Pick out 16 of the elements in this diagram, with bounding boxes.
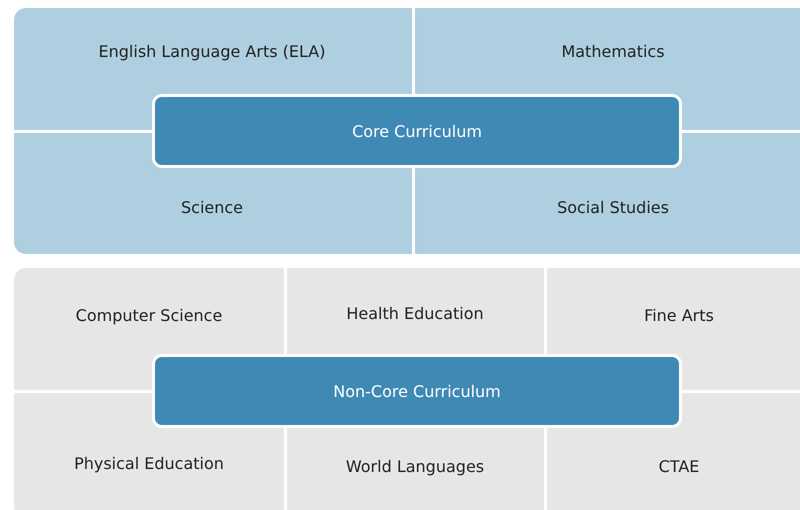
- curriculum-box: [152, 94, 682, 168]
- subject-label: Science: [180, 198, 244, 217]
- subject-label: Computer Science: [76, 306, 222, 325]
- subject-label: CTAE: [658, 457, 700, 476]
- subject-label: Mathematics: [561, 42, 665, 61]
- subject-label: Social Studies: [557, 198, 669, 217]
- subject-label: English Language Arts (ELA): [98, 42, 326, 61]
- subject-label: Health Education: [346, 304, 484, 323]
- curriculum-box: [152, 354, 682, 428]
- subject-label: Physical Education: [74, 454, 224, 473]
- group-panel: [14, 8, 800, 254]
- curriculum-title: Core Curriculum: [352, 122, 482, 140]
- subject-label: Fine Arts: [644, 306, 714, 325]
- curriculum-title: Non-Core Curriculum: [333, 382, 501, 400]
- subject-label: World Languages: [346, 457, 484, 476]
- group-panel: [14, 268, 800, 510]
